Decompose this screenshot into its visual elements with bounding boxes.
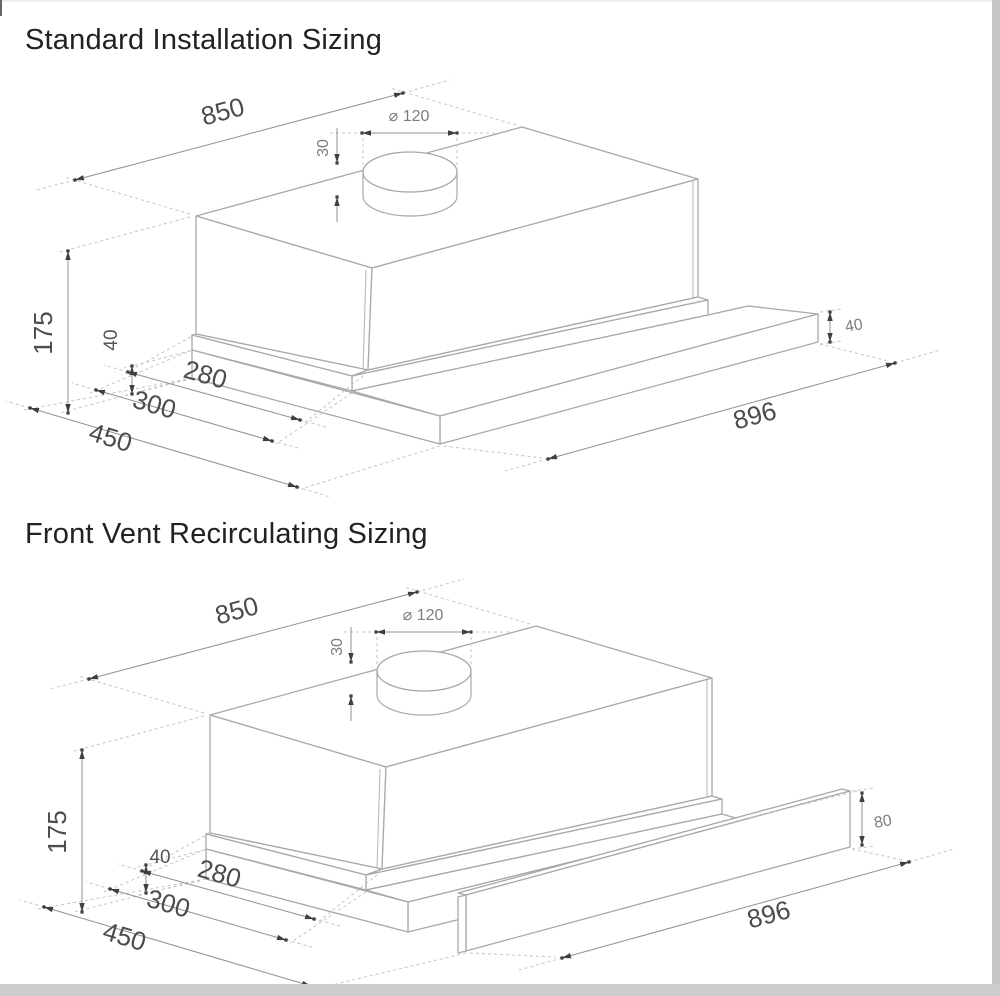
bottom-edge-strip xyxy=(0,984,1000,996)
dim-width-label: 850 xyxy=(212,590,262,630)
hood-chassis xyxy=(191,296,709,392)
top-edge-strip xyxy=(0,0,1000,2)
dim-front-width-label: 896 xyxy=(730,395,780,435)
dim-visor-height-label: 40 xyxy=(101,329,122,350)
front-vent-recirculating-diagram: 850 ⌀ 120 30 175 40 280 300 450 896 80 xyxy=(19,578,955,996)
dim-overall-height-label: 175 xyxy=(28,311,58,354)
dim-front-width-label: 896 xyxy=(744,894,794,934)
dim-visor-height-label: 40 xyxy=(149,847,170,868)
standard-sizing-title: Standard Installation Sizing xyxy=(25,24,383,56)
dimension-lines xyxy=(28,91,897,489)
corner-mark xyxy=(0,0,2,16)
dimension-lines xyxy=(42,590,911,988)
hood-body xyxy=(209,625,713,871)
dim-overall-depth-label: 450 xyxy=(85,417,135,458)
dim-spigot-height-label: 30 xyxy=(329,638,346,656)
dim-spigot-height-label: 30 xyxy=(315,139,332,157)
dim-chassis-depth-label: 300 xyxy=(129,384,179,425)
right-edge-strip xyxy=(992,0,1000,996)
dim-front-height-label: 80 xyxy=(873,812,894,832)
hood-body xyxy=(195,126,699,372)
dim-chassis-depth-label: 300 xyxy=(143,883,193,924)
hood-chassis xyxy=(205,795,723,891)
front-vent-sizing-title: Front Vent Recirculating Sizing xyxy=(25,518,428,550)
standard-installation-diagram: 850 ⌀ 120 30 175 40 280 300 450 896 40 xyxy=(5,79,941,498)
dim-overall-height-label: 175 xyxy=(42,810,72,853)
dim-overall-depth-label: 450 xyxy=(99,916,149,957)
dim-width-label: 850 xyxy=(198,91,248,131)
dim-spigot-diameter-label: ⌀ 120 xyxy=(403,607,444,624)
dim-front-height-label: 40 xyxy=(844,316,865,336)
dim-spigot-diameter-label: ⌀ 120 xyxy=(389,108,430,125)
